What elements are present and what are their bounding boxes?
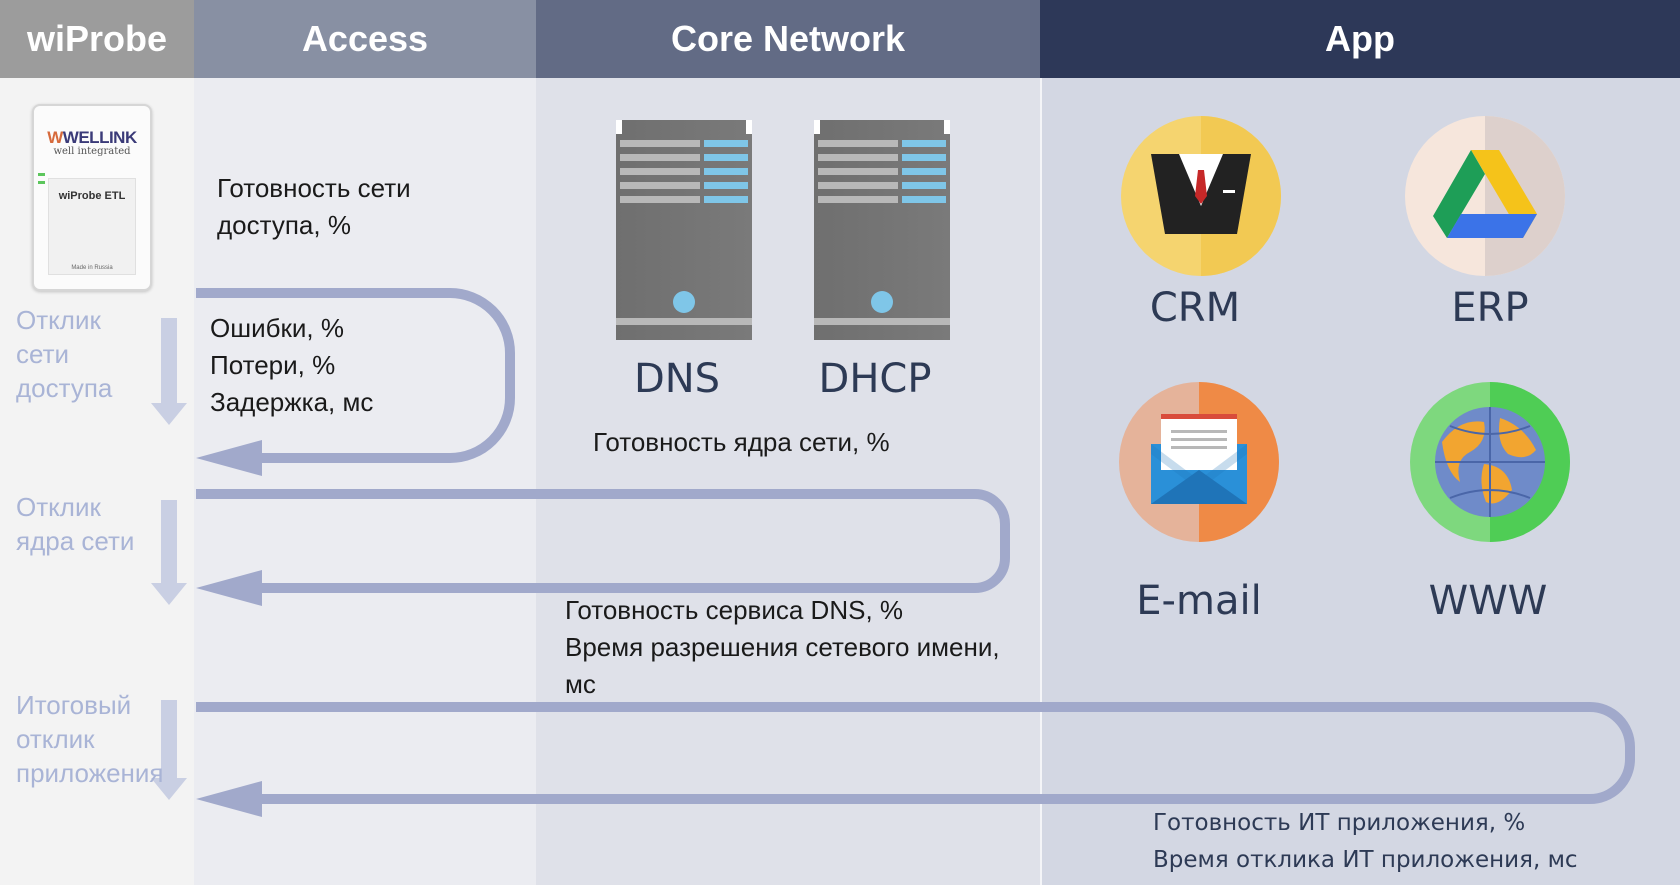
access-metric-errors: Ошибки, % xyxy=(210,313,344,343)
side-label-line: Итоговый xyxy=(16,690,132,720)
side-label-line: Отклик xyxy=(16,305,101,335)
down-arrow-app xyxy=(151,700,187,800)
server-label-dns: DNS xyxy=(633,356,721,402)
loop-arrow-core xyxy=(196,489,1010,593)
device-made-in: Made in Russia xyxy=(71,265,113,271)
device-model: wiProbe ETL xyxy=(58,190,126,202)
down-arrow-core xyxy=(151,500,187,605)
businessman-icon xyxy=(1121,116,1281,276)
down-arrow-access xyxy=(151,318,187,425)
side-label-app-response: Итоговый отклик приложения xyxy=(16,688,164,790)
app-metric-response-time: Время отклика ИТ приложения, мс xyxy=(1153,847,1578,873)
status-led xyxy=(38,173,45,176)
server-icon xyxy=(814,120,950,340)
device-brand: WELLINK xyxy=(62,128,137,147)
access-readiness-label: Готовность сети доступа, % xyxy=(217,173,411,240)
side-label-core-response: Отклик ядра сети xyxy=(16,490,134,558)
side-label-line: приложения xyxy=(16,758,164,788)
header-core-network: Core Network xyxy=(536,0,1040,78)
app-label-crm: CRM xyxy=(1149,285,1241,331)
loop-arrow-app-head xyxy=(196,781,262,817)
side-label-line: сети xyxy=(16,339,70,369)
device-tagline: well integrated xyxy=(53,146,131,157)
wiprobe-device: WWELLINK well integrated wiProbe ETL Mad… xyxy=(32,104,152,291)
server-label-dhcp: DHCP xyxy=(818,356,932,402)
side-label-line: Отклик xyxy=(16,492,101,522)
access-metric-losses: Потери, % xyxy=(210,350,336,380)
server-icon xyxy=(616,120,752,340)
device-panel xyxy=(48,178,136,275)
access-metric-latency: Задержка, мс xyxy=(210,387,374,417)
status-led xyxy=(38,181,45,184)
dns-metric-resolution-time: Время разрешения сетевого имени, xyxy=(565,632,1000,662)
side-label-line: отклик xyxy=(16,724,95,754)
device-brand-logo: WWELLINK xyxy=(47,128,137,147)
side-label-line: ядра сети xyxy=(16,526,135,556)
header-access: Access xyxy=(194,0,536,78)
loop-arrow-app xyxy=(196,702,1635,804)
dns-metric-availability: Готовность сервиса DNS, % xyxy=(565,595,904,625)
dns-metric-unit: мс xyxy=(565,669,596,699)
header-wiprobe: wiProbe xyxy=(0,0,194,78)
loop-arrow-core-head xyxy=(196,570,262,606)
access-column-bg xyxy=(194,0,536,885)
app-metric-availability: Готовность ИТ приложения, % xyxy=(1153,810,1526,836)
globe-icon xyxy=(1410,382,1570,542)
google-drive-icon xyxy=(1405,116,1565,276)
app-label-email: E-mail xyxy=(1136,578,1262,624)
side-label-access-response: Отклик сети доступа xyxy=(16,303,112,405)
app-label-erp: ERP xyxy=(1451,285,1529,331)
core-readiness-label: Готовность ядра сети, % xyxy=(593,427,890,457)
loop-arrow-access xyxy=(196,288,515,463)
side-label-line: доступа xyxy=(16,373,113,403)
envelope-icon xyxy=(1119,382,1279,542)
loop-arrow-access-head xyxy=(196,440,262,476)
header-app: App xyxy=(1040,0,1680,78)
app-label-www: WWW xyxy=(1428,578,1548,624)
